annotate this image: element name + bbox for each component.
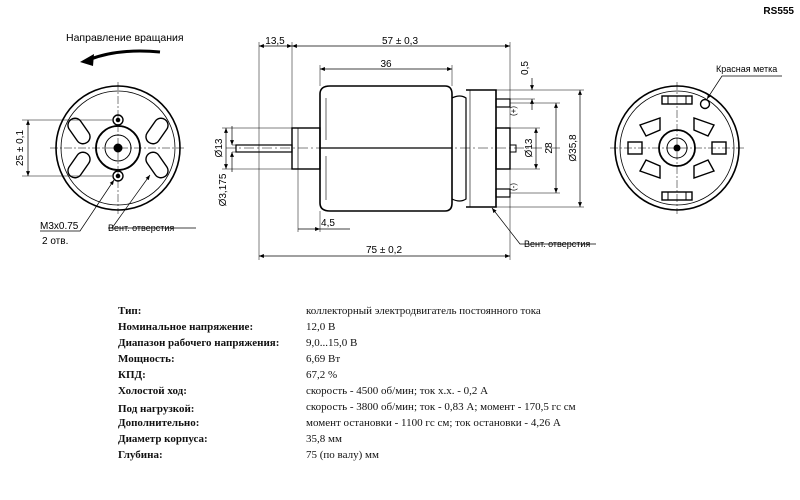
dim-13-5: 13,5: [265, 36, 285, 47]
spec-key: Номинальное напряжение:: [118, 321, 254, 333]
spec-row: Дополнительно: момент остановки - 1100 гс…: [118, 417, 606, 433]
terminal-plus-label: (+): [509, 106, 518, 116]
rotation-label: Направление вращания: [66, 32, 184, 44]
brush-holder: [693, 159, 716, 179]
rear-bearing: [495, 127, 511, 170]
dim-d35-8: Ø35,8: [568, 134, 579, 162]
brush-holder: [693, 117, 716, 137]
vent-slot: [145, 117, 169, 145]
spec-row: Тип: коллекторный электродвигатель постоя…: [118, 305, 606, 321]
dim-d3-175: Ø3,175: [218, 173, 229, 206]
shaft: [235, 144, 293, 153]
spec-key: Диапазон рабочего напряжения:: [118, 337, 280, 349]
rotation-arrow-head: [80, 54, 94, 66]
screw-label: M3x0.75: [40, 221, 79, 232]
spec-value: скорость - 4500 об/мин; ток х.х. - 0,2 А: [306, 385, 489, 397]
endcap: [466, 89, 497, 208]
brush-holder: [638, 159, 661, 179]
dim-25: 25 ± 0,1: [15, 130, 26, 167]
spec-row: Глубина: 75 (по валу) мм: [118, 449, 606, 465]
front-view: [22, 82, 196, 232]
screw-count-label: 2 отв.: [42, 236, 68, 247]
red-mark: [699, 98, 711, 110]
spec-value: 9,0...15,0 В: [306, 337, 358, 349]
specs-table: Тип: коллекторный электродвигатель постоя…: [118, 305, 606, 465]
spec-row: Под нагрузкой: скорость - 3800 об/мин; то…: [118, 401, 606, 417]
model-label: RS555: [763, 6, 794, 17]
spec-key: Мощность:: [118, 353, 175, 365]
spec-key: Тип:: [118, 305, 142, 317]
rear-view: [610, 75, 782, 214]
vent-slot: [145, 151, 169, 179]
dim-28: 28: [544, 142, 555, 154]
dim-0-5: 0,5: [520, 61, 531, 75]
spec-key: Дополнительно:: [118, 417, 200, 429]
spec-value: 12,0 В: [306, 321, 336, 333]
spec-key: Глубина:: [118, 449, 163, 461]
vent-slot: [67, 117, 91, 145]
spec-key: Под нагрузкой:: [118, 403, 195, 415]
dim-57: 57 ± 0,3: [382, 36, 419, 47]
spec-value: 75 (по валу) мм: [306, 449, 379, 461]
vent-holes-left-label: Вент. отверстия: [108, 223, 174, 233]
spec-row: Диаметр корпуса: 35,8 мм: [118, 433, 606, 449]
rotation-arrow: [87, 49, 161, 62]
spec-value: 67,2 %: [306, 369, 338, 381]
spec-row: Мощность: 6,69 Вт: [118, 353, 606, 369]
dim-d13-left: Ø13: [214, 138, 225, 157]
spec-key: КПД:: [118, 369, 146, 381]
dim-36: 36: [380, 59, 392, 70]
terminal-minus: [495, 188, 511, 198]
spec-row: Холостой ход: скорость - 4500 об/мин; ток…: [118, 385, 606, 401]
dim-d13-right: Ø13: [524, 138, 535, 157]
brush-holder: [638, 117, 661, 137]
spec-row: Диапазон рабочего напряжения: 9,0...15,0 …: [118, 337, 606, 353]
terminal-minus-label: (-): [509, 183, 518, 191]
spec-row: Номинальное напряжение: 12,0 В: [118, 321, 606, 337]
spec-value: 6,69 Вт: [306, 353, 341, 365]
side-view: [222, 42, 596, 260]
spec-value: скорость - 3800 об/мин; ток - 0,83 А; мо…: [306, 401, 576, 413]
front-flange: [291, 127, 321, 170]
dim-75: 75 ± 0,2: [366, 245, 403, 256]
vent-holes-right-label: Вент. отверстия: [524, 239, 590, 249]
terminal-plus: [495, 98, 511, 108]
dim-4-5: 4,5: [321, 218, 335, 229]
red-mark-label: Красная метка: [716, 64, 777, 74]
spec-key: Холостой ход:: [118, 385, 187, 397]
spec-value: коллекторный электродвигатель постоянног…: [306, 305, 541, 317]
spec-row: КПД: 67,2 %: [118, 369, 606, 385]
spec-value: 35,8 мм: [306, 433, 342, 445]
spec-key: Диаметр корпуса:: [118, 433, 208, 445]
motor-drawing: Направление вращания 25 ± 0,1 M3x0.75 2 …: [15, 32, 782, 260]
spec-value: момент остановки - 1100 гс см; ток остан…: [306, 417, 561, 429]
vent-slot: [67, 151, 91, 179]
